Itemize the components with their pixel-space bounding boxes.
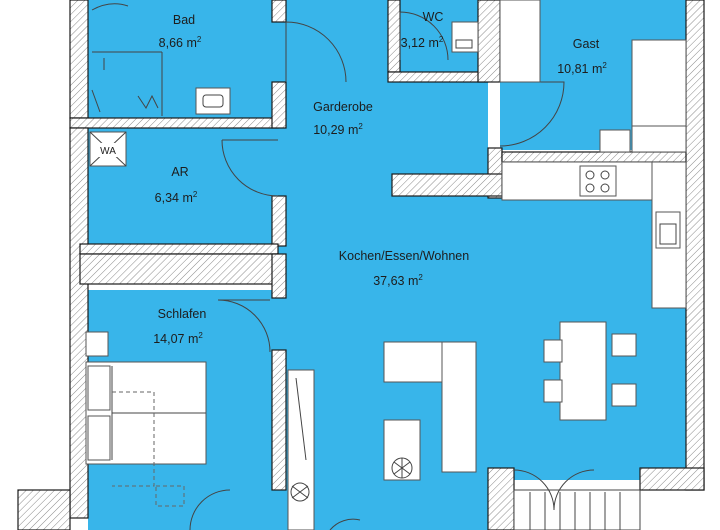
room-labels: Bad 8,66 m2 WC 3,12 m2 Gast 10,81 m2 Gar… [153,10,607,346]
dining-table [559,321,607,421]
wall-bad-right-top [271,0,287,23]
door-schlafen [217,299,271,353]
balcony-floor [513,489,641,530]
wall-schlafen-right-top [271,253,287,299]
room-name-kochen: Kochen/Essen/Wohnen [339,249,469,263]
wall-hall-stub [391,173,503,197]
room-name-ar: AR [171,165,188,179]
wall-wc-right [477,0,501,83]
room-name-garderobe: Garderobe [313,100,373,114]
dining-chair [543,379,563,403]
wall-bad-bottom [69,117,279,129]
dining-chair [611,383,637,407]
kitchen-cooktop [579,165,617,197]
floor-bad [88,0,278,118]
sofa-side [441,341,477,473]
bed-dashed-outline [112,391,155,487]
door-living-bottom [329,518,361,530]
wall-living-bottom-left [487,467,515,530]
room-name-bad: Bad [173,13,195,27]
room-area-garderobe: 10,29 m2 [313,122,363,137]
door-wc [399,11,449,61]
wall-outer-left-top [69,0,89,119]
wall-gast-bottom [501,151,691,163]
room-name-gast: Gast [573,37,600,51]
bad-washbasin [195,87,231,115]
plant-icon [391,457,413,479]
balcony [513,489,641,530]
room-area-ar: 6,34 m2 [155,190,198,205]
gast-pillow [631,125,687,153]
dining-chair [611,333,637,357]
washer-label: WA [100,146,116,157]
nightstand [85,331,109,357]
room-name-schlafen: Schlafen [158,307,207,321]
door-schlafen-balcony [189,489,231,530]
gast-nightstand [599,129,631,153]
room-area-bad: 8,66 m2 [159,35,202,50]
dining-chair [543,339,563,363]
room-name-wc: WC [423,10,444,24]
bed-pillow [87,415,111,461]
gast-wardrobe [499,0,541,83]
wall-ar-right [271,195,287,247]
bad-shower-drain [137,94,159,109]
room-area-wc: 3,12 m2 [401,35,444,50]
gast-bed [631,39,687,129]
plant-icon [290,482,310,502]
living-cabinet [287,369,315,530]
wall-wc-bottom [387,71,489,83]
wall-ar-bottom [79,243,279,255]
bed-pillow [87,365,111,411]
wall-closet [79,253,279,285]
door-ar [221,139,279,197]
wall-bad-right-lower [271,81,287,129]
room-area-kochen: 37,63 m2 [373,273,423,288]
bad-tub-edge [91,3,129,11]
wall-balcony-left [17,489,71,530]
wall-schlafen-right [271,349,287,491]
wall-outer-right-bottom [639,467,705,491]
furniture: WA [85,0,687,530]
room-area-gast: 10,81 m2 [557,61,607,76]
wall-outer-left [69,127,89,519]
room-area-schlafen: 14,07 m2 [153,331,203,346]
door-bad [285,21,347,83]
wall-wc-left [387,0,401,73]
door-balcony [513,469,595,511]
doors [189,11,595,530]
door-gast [499,81,565,147]
wall-outer-right [685,0,705,491]
dashed-nightstand [155,485,185,507]
walls [17,0,705,530]
